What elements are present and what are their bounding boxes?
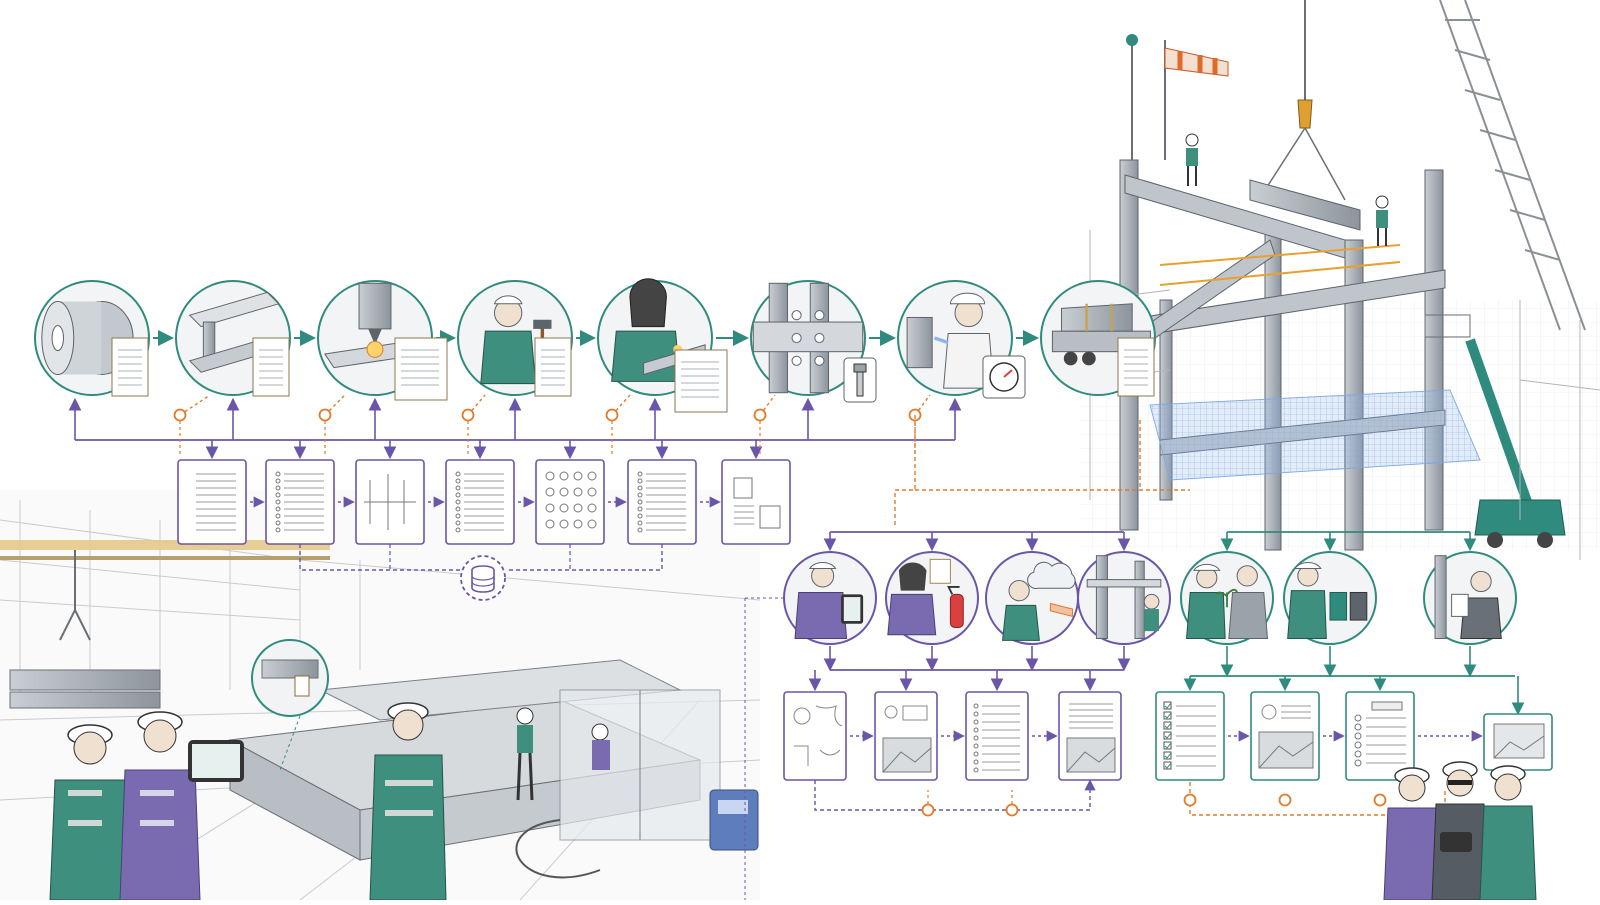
bolt-card-icon — [843, 357, 877, 403]
photo-report-icon — [882, 705, 932, 773]
database-icon — [460, 555, 506, 601]
site-check-site-structure[interactable] — [1077, 551, 1171, 645]
traceability-tag-icon — [394, 337, 448, 401]
sketch-report-icon — [793, 705, 843, 766]
process-step-i-beam[interactable] — [175, 280, 291, 397]
process-step-cnc-cutting[interactable] — [317, 280, 448, 401]
handover-report-handover-checklist[interactable] — [1155, 691, 1225, 781]
orange-link-node — [173, 408, 187, 422]
weld-log-icon — [455, 471, 504, 533]
photo-log-icon — [1258, 704, 1314, 769]
handover-check-handover-waste[interactable] — [1283, 551, 1377, 645]
document-card-doc-weld-log[interactable] — [445, 459, 515, 545]
site-check-site-tablet-check[interactable] — [783, 551, 877, 645]
weather-cloud-icon — [1002, 561, 1076, 641]
tablet-icon — [794, 562, 864, 639]
site-photo-icon — [1066, 703, 1116, 773]
construction-site-background — [1080, 0, 1600, 560]
certificate-icon — [196, 473, 236, 531]
site-report-row — [783, 691, 1122, 781]
traceability-tag-icon — [252, 337, 290, 397]
orange-dashed-link — [759, 394, 776, 416]
orange-link-node — [1278, 793, 1292, 807]
dispatch-form-icon — [733, 477, 781, 529]
handover-row — [1180, 551, 1517, 645]
summary-report-icon — [1354, 701, 1406, 767]
process-step-welding[interactable] — [597, 278, 728, 413]
database-link — [299, 544, 460, 571]
inspection-form-icon — [637, 471, 686, 533]
process-step-inspection-hammer[interactable] — [457, 280, 573, 397]
document-card-frame — [721, 459, 791, 545]
process-step-steel-coil[interactable] — [34, 280, 150, 397]
document-card-doc-inspection[interactable] — [627, 459, 697, 545]
checklist-icon — [275, 471, 324, 533]
flow-connectors — [68, 330, 1525, 900]
orange-dashed-link — [324, 394, 346, 416]
site-report-frame — [783, 691, 847, 781]
orange-link-node — [605, 408, 619, 422]
waste-bin-icon — [1287, 562, 1368, 639]
site-report-report-sketch[interactable] — [783, 691, 847, 781]
process-step-bolted-connection[interactable] — [750, 280, 877, 403]
bolt-icon — [752, 282, 864, 394]
report-feedback-line — [814, 779, 1096, 811]
document-card-doc-dispatch[interactable] — [721, 459, 791, 545]
process-step-truck-delivery[interactable] — [1040, 280, 1156, 397]
bolt-pattern-icon — [545, 471, 597, 529]
foreground-workers-left — [49, 702, 610, 901]
orange-dashed-link — [914, 394, 931, 416]
orange-link-node — [921, 803, 935, 817]
site-check-site-weather[interactable] — [985, 551, 1079, 645]
document-card-frame — [535, 459, 605, 545]
handover-report-handover-photo-log[interactable] — [1250, 691, 1320, 781]
orange-link-node — [1183, 793, 1197, 807]
traceability-tag-icon — [534, 337, 572, 397]
handover-report-row — [1155, 691, 1553, 781]
document-row — [177, 459, 791, 545]
process-step-row — [34, 278, 1156, 413]
plant-icon — [1185, 563, 1269, 639]
monitor-icon — [1493, 723, 1545, 759]
foreground-workers-right — [1383, 761, 1537, 901]
orange-dashed-link — [467, 394, 486, 416]
traceability-tag-icon — [674, 349, 728, 413]
orange-link-node — [1005, 803, 1019, 817]
orange-site-route — [894, 415, 916, 525]
orange-link-node — [1373, 793, 1387, 807]
orange-link-node — [318, 408, 332, 422]
traceability-tag-icon — [111, 337, 149, 397]
handover-check-handover-environment[interactable] — [1180, 551, 1274, 645]
checklist-icon — [1163, 701, 1216, 770]
list-report-icon — [973, 703, 1020, 773]
document-card-doc-checklist[interactable] — [265, 459, 335, 545]
gauge-icon — [982, 355, 1026, 399]
site-report-report-list[interactable] — [965, 691, 1029, 781]
orange-link-node — [461, 408, 475, 422]
document-card-doc-drawing[interactable] — [355, 459, 425, 545]
signature-icon — [1434, 555, 1502, 639]
site-check-row — [783, 551, 1171, 645]
handover-report-handover-final-screen[interactable] — [1483, 713, 1553, 771]
fire-extinguisher-icon — [887, 558, 964, 636]
site-check-site-hot-work[interactable] — [885, 551, 979, 645]
steel-coil-icon — [41, 301, 134, 375]
orange-link-node — [753, 408, 767, 422]
handover-check-handover-signoff[interactable] — [1423, 551, 1517, 645]
handover-report-handover-summary[interactable] — [1345, 691, 1415, 781]
document-card-doc-mill-cert[interactable] — [177, 459, 247, 545]
steel-frame-icon — [1086, 555, 1162, 639]
traceability-tag-icon — [1117, 337, 1155, 397]
orange-dashed-link — [611, 394, 631, 416]
site-report-report-photo[interactable] — [874, 691, 938, 781]
spray-gun-icon — [906, 292, 995, 389]
process-step-coating-spray[interactable] — [897, 280, 1026, 399]
database-link — [506, 544, 663, 571]
shop-drawing-icon — [364, 474, 416, 530]
site-report-report-site-photo[interactable] — [1058, 691, 1122, 781]
hammer-icon — [480, 295, 552, 385]
document-card-doc-bolt-pattern[interactable] — [535, 459, 605, 545]
